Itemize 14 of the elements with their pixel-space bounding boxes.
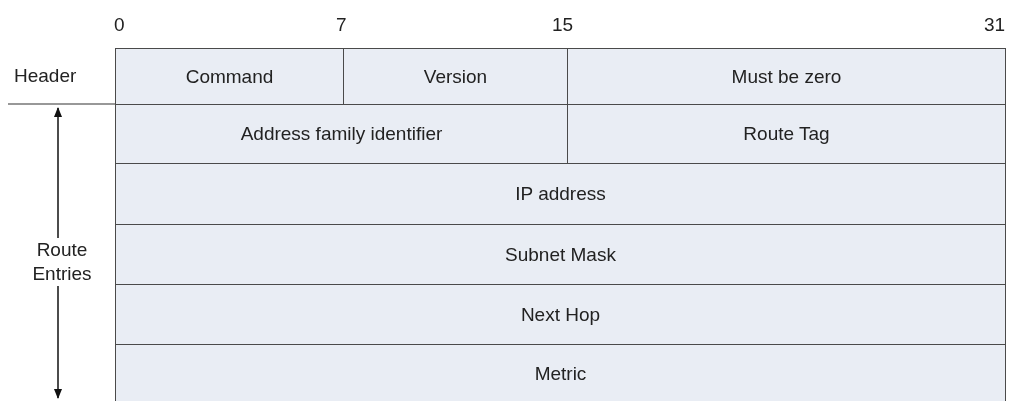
field-cell: Subnet Mask	[115, 224, 1006, 285]
field-cell: IP address	[115, 163, 1006, 225]
field-cell: Version	[343, 48, 568, 105]
row-label: Header	[14, 65, 77, 87]
field-cell: Command	[115, 48, 344, 105]
field-cell: Next Hop	[115, 284, 1006, 345]
bit-number: 0	[114, 14, 125, 36]
bit-number: 15	[552, 14, 574, 36]
bit-number: 31	[984, 14, 1006, 36]
field-cell: Route Tag	[567, 104, 1006, 164]
bit-number: 7	[336, 14, 347, 36]
field-cell: Address family identifier	[115, 104, 568, 164]
field-cell: Metric	[115, 344, 1006, 401]
field-cell: Must be zero	[567, 48, 1006, 105]
